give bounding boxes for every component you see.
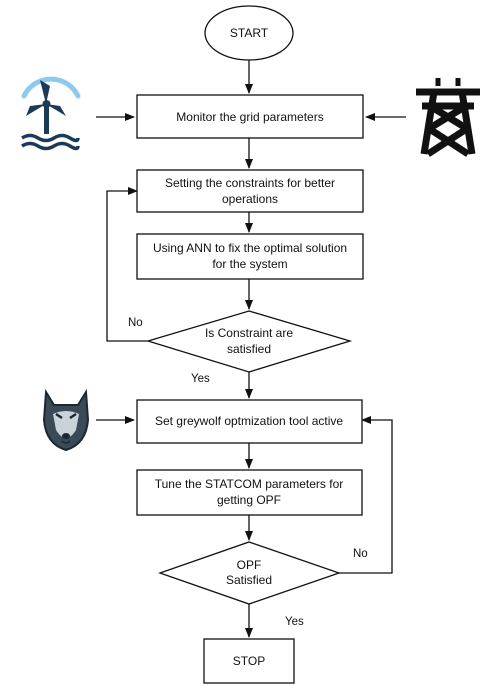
ann-label-line2: for the system [212, 257, 287, 271]
node-greywolf: Set greywolf optmization tool active [136, 399, 363, 444]
node-ann: Using ANN to fix the optimal solution fo… [136, 233, 364, 280]
node-monitor: Monitor the grid parameters [136, 94, 364, 139]
edge-check-no-loop [106, 187, 148, 342]
stop-label: STOP [233, 654, 265, 668]
check-constraint-label-line2: satisfied [227, 342, 271, 356]
opf-label-line2: Satisfied [226, 573, 272, 587]
edge-label-no-opf: No [353, 548, 368, 560]
wolf-icon [42, 388, 90, 452]
constraints-label-line2: operations [222, 192, 278, 206]
edge-opf-no-loop [339, 416, 393, 574]
tune-label-line1: Tune the STATCOM parameters for [155, 477, 344, 491]
node-start: START [204, 5, 294, 61]
check-constraint-label-line1: Is Constraint are [205, 326, 293, 340]
opf-label-line1: OPF [237, 558, 262, 572]
edge-label-yes-opf: Yes [285, 616, 304, 628]
connectors [96, 60, 406, 638]
wind-turbine-icon [21, 76, 81, 151]
start-label: START [230, 26, 269, 40]
node-constraints: Setting the constraints for better opera… [136, 169, 364, 213]
monitor-label: Monitor the grid parameters [176, 110, 323, 124]
node-opf: OPF Satisfied [158, 541, 341, 605]
node-tune: Tune the STATCOM parameters for getting … [136, 469, 363, 516]
node-check-constraint: Is Constraint are satisfied [145, 310, 353, 373]
constraints-label-line1: Setting the constraints for better [165, 176, 335, 190]
transmission-tower-icon [416, 78, 480, 157]
node-stop: STOP [203, 638, 295, 684]
greywolf-label: Set greywolf optmization tool active [155, 414, 343, 428]
tune-label-line2: getting OPF [217, 493, 281, 507]
edge-label-no-constraint: No [128, 317, 143, 329]
ann-label-line1: Using ANN to fix the optimal solution [153, 241, 347, 255]
edge-label-yes-constraint: Yes [191, 373, 210, 385]
